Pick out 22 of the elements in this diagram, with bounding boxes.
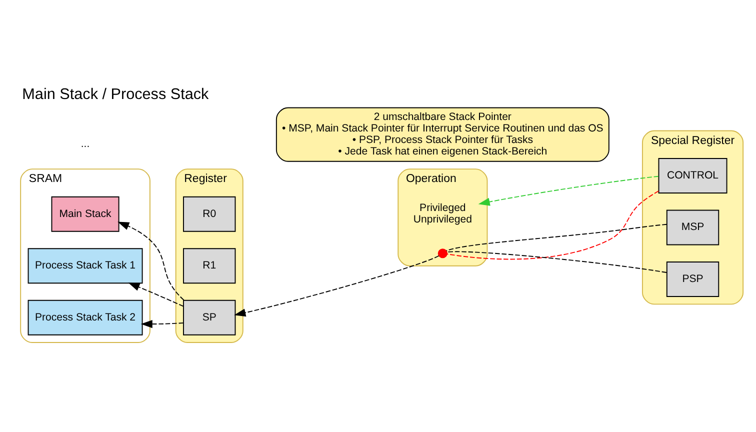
node-box: Main Stack bbox=[51, 196, 120, 232]
arrow bbox=[128, 282, 184, 306]
arrow bbox=[478, 175, 659, 206]
node-box: Process Stack Task 1 bbox=[28, 248, 143, 284]
arrow bbox=[140, 320, 184, 328]
node-box: R0 bbox=[183, 196, 236, 232]
node-box: SP bbox=[183, 299, 236, 335]
diagram-title: Main Stack / Process Stack bbox=[22, 85, 209, 102]
label: ... bbox=[80, 137, 90, 150]
node-box: CONTROL bbox=[658, 158, 728, 193]
connector bbox=[446, 223, 668, 251]
node-box: PSP bbox=[666, 261, 720, 296]
node-box: Process Stack Task 2 bbox=[28, 299, 143, 335]
connector bbox=[446, 190, 660, 260]
node-box: 2 umschaltbare Stack Pointer • MSP, Main Stack Pointer für Interrupt Service Routinen und das OS • PSP, Process Stack Pointer für Tasks • Jede Task hat einen eigenen Stack-Bereich bbox=[276, 106, 610, 162]
arrow bbox=[118, 221, 184, 300]
connector bbox=[446, 250, 667, 272]
node-box: R1 bbox=[183, 248, 236, 284]
node-text: Privileged Unprivileged bbox=[413, 202, 472, 226]
arrow bbox=[234, 254, 440, 316]
node-circle bbox=[438, 248, 448, 258]
node-box: MSP bbox=[666, 209, 720, 245]
